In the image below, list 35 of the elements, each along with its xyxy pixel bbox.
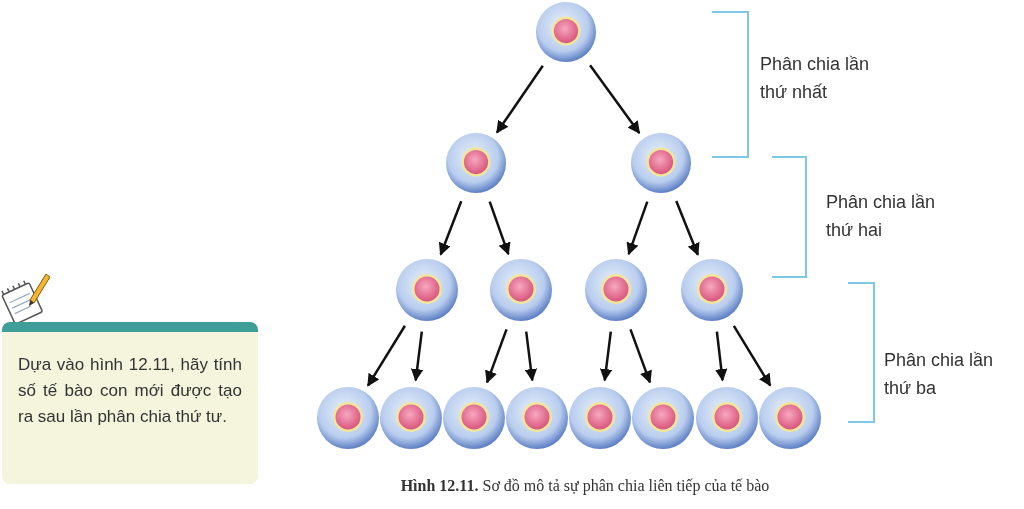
cell-drawing xyxy=(758,386,822,450)
arrow xyxy=(599,331,613,382)
arrow xyxy=(485,329,508,384)
arrow xyxy=(675,200,700,256)
note-card xyxy=(2,322,258,484)
arrow xyxy=(410,331,424,382)
cell-drawing xyxy=(489,258,553,322)
division-label: Phân chia lần thứ nhất xyxy=(760,53,871,104)
cell-drawing xyxy=(379,386,443,450)
cell-drawing xyxy=(584,258,648,322)
figure-caption: Hình 12.11. Sơ đồ mô tả sự phân chia liên tiếp của tế bào xyxy=(399,476,771,497)
arrow xyxy=(629,329,652,384)
cell-drawing xyxy=(568,386,632,450)
cell-drawing xyxy=(445,132,507,194)
cell-drawing xyxy=(535,1,597,63)
arrow xyxy=(732,325,772,387)
cell-drawing xyxy=(630,132,692,194)
cell-drawing xyxy=(695,386,759,450)
cell-drawing xyxy=(631,386,695,450)
arrow xyxy=(488,201,511,256)
arrow xyxy=(366,325,406,387)
arrow xyxy=(626,201,649,256)
arrow xyxy=(589,64,641,135)
arrow xyxy=(438,200,463,256)
cell-drawing xyxy=(680,258,744,322)
note-text: Dựa vào hình 12.11, hãy tính số tế bào con mới được tạo ra sau lần phân chia thứ tư. xyxy=(18,354,242,428)
arrow xyxy=(524,331,538,382)
arrow xyxy=(715,331,728,382)
cell-drawing xyxy=(442,386,506,450)
division-label: Phân chia lần thứ hai xyxy=(826,191,937,242)
cell-drawing xyxy=(316,386,380,450)
cell-drawing xyxy=(395,258,459,322)
division-label: Phân chia lần thứ ba xyxy=(884,349,995,400)
cell-drawing xyxy=(505,386,569,450)
arrow xyxy=(495,65,544,134)
